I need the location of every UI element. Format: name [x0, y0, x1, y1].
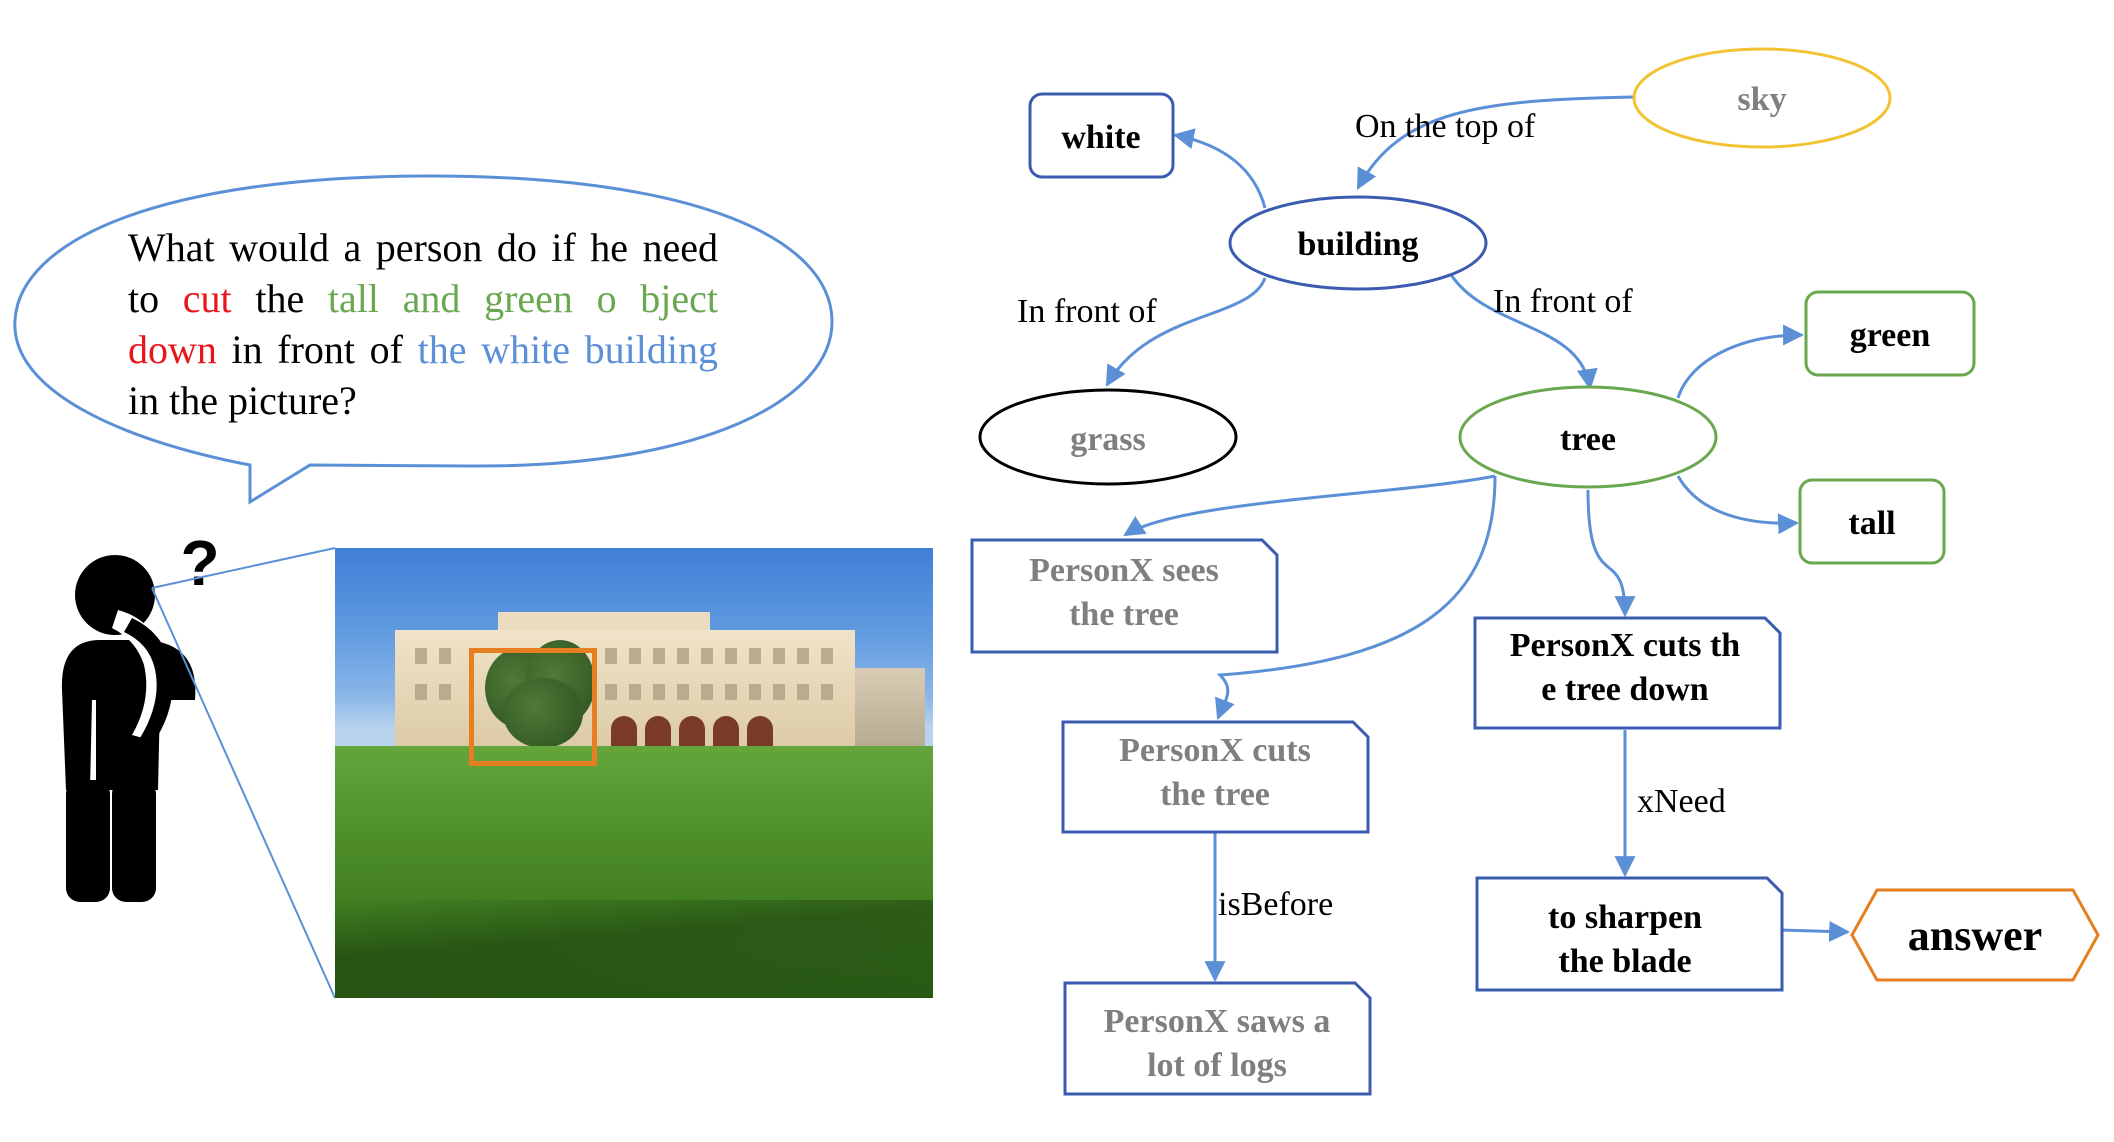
edge-building-tree: [1445, 267, 1598, 391]
node-white: white: [1028, 92, 1175, 179]
question-segment: cut: [182, 276, 232, 321]
node-saws-line-2: lot of logs: [1147, 1047, 1287, 1084]
zoom-line-top: [151, 547, 336, 589]
node-sees-line-2: the tree: [1069, 596, 1179, 633]
edge-building-grass: [1105, 277, 1267, 387]
graph-edges: [1105, 95, 1851, 983]
node-sees: PersonX sees the tree: [970, 538, 1279, 654]
node-answer: answer: [1850, 888, 2100, 982]
edge-building-white: [1172, 128, 1267, 209]
node-answer-label: answer: [1908, 911, 2042, 960]
question-mark-icon: ?: [180, 527, 219, 599]
edge-sharpen-answer: [1779, 920, 1851, 942]
node-sees-line-1: PersonX sees: [1029, 552, 1219, 589]
node-cuts-down-line-1: PersonX cuts th: [1510, 627, 1741, 664]
edge-label-isbefore: isBefore: [1218, 886, 1333, 923]
node-sharpen: to sharpen the blade: [1475, 876, 1784, 992]
edge-tree-tall: [1676, 475, 1800, 535]
speech-bubble: [13, 174, 834, 505]
tree-highlight-box: [469, 648, 597, 766]
node-cuts-down-line-2: e tree down: [1541, 671, 1709, 708]
node-sky: sky: [1632, 47, 1892, 149]
edge-sky-building: [1356, 95, 1634, 190]
node-grass-label: grass: [1070, 421, 1146, 458]
edge-tree-cuts: [1215, 475, 1497, 720]
node-building-label: building: [1298, 226, 1419, 263]
zoom-line-bottom: [151, 587, 336, 999]
node-sky-label: sky: [1737, 81, 1786, 118]
scene-photo: [335, 548, 933, 998]
node-grass: grass: [978, 388, 1238, 486]
photo-shadow: [335, 900, 933, 998]
node-tall: tall: [1798, 478, 1946, 565]
node-white-label: white: [1061, 119, 1140, 156]
photo-building-annex: [855, 668, 925, 748]
question-segment: in front of: [216, 327, 418, 372]
node-cuts-down: PersonX cuts th e tree down: [1473, 616, 1782, 730]
node-saws: PersonX saws a lot of logs: [1063, 981, 1372, 1096]
node-saws-line-1: PersonX saws a: [1104, 1003, 1331, 1040]
node-cuts-line-1: PersonX cuts: [1119, 732, 1311, 769]
node-sharpen-line-1: to sharpen: [1548, 899, 1702, 936]
question-segment: down: [128, 327, 217, 372]
question-segment: What would a person do if he need to: [128, 225, 718, 321]
node-green: green: [1804, 290, 1976, 377]
node-tall-label: tall: [1848, 505, 1895, 542]
edge-label-xneed: xNeed: [1637, 783, 1726, 820]
node-cuts: PersonX cuts the tree: [1061, 720, 1370, 834]
question-text: What would a person do if he need to cut…: [128, 222, 718, 426]
edge-label-in-front-of-grass: In front of: [1017, 293, 1157, 330]
question-segment: tall and green o bject: [327, 276, 718, 321]
question-segment: the: [231, 276, 328, 321]
photo-lawn: [335, 746, 933, 998]
question-segment: the white building: [417, 327, 718, 372]
edge-label-in-front-of-tree: In front of: [1493, 283, 1633, 320]
node-tree: tree: [1458, 385, 1718, 489]
edge-tree-cutsdown: [1586, 489, 1636, 618]
edge-tree-green: [1676, 324, 1805, 399]
node-building: building: [1228, 195, 1488, 291]
node-tree-label: tree: [1560, 421, 1616, 458]
edge-tree-sees: [1123, 474, 1496, 537]
person-icon: [61, 555, 196, 902]
question-segment: in the picture?: [128, 378, 357, 423]
edge-label-on-top-of: On the top of: [1355, 108, 1536, 145]
node-green-label: green: [1850, 317, 1931, 354]
node-cuts-line-2: the tree: [1160, 776, 1270, 813]
node-sharpen-line-2: the blade: [1558, 943, 1691, 980]
